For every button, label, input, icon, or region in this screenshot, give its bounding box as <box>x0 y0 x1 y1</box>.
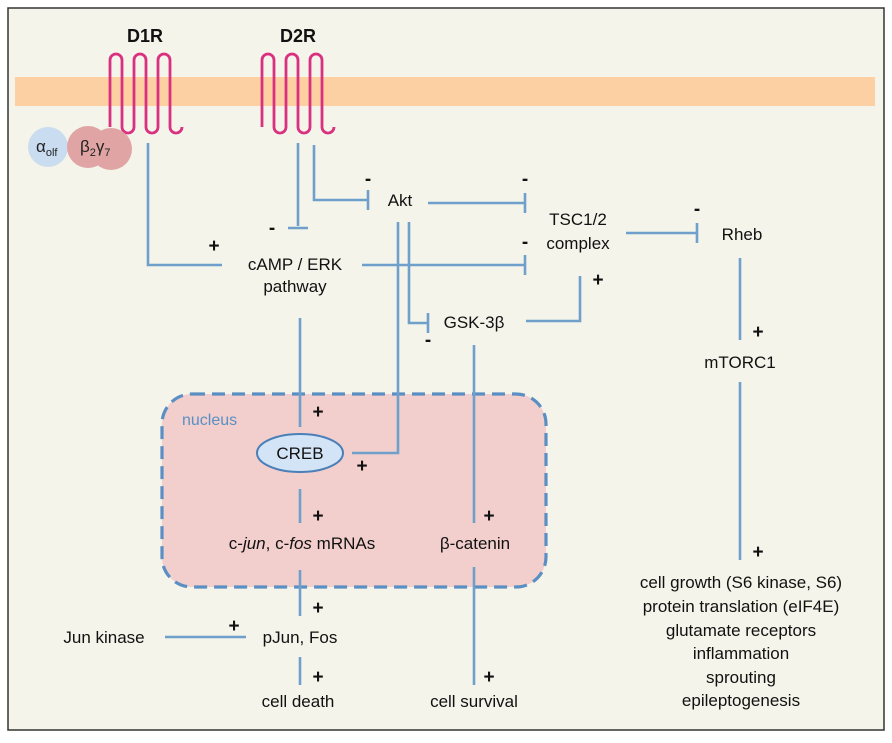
camp-node-line1: cAMP / ERK <box>248 255 343 274</box>
cell-survival-node: cell survival <box>430 692 518 711</box>
outcome-item: cell growth (S6 kinase, S6) <box>640 573 842 592</box>
d2r-label: D2R <box>280 26 316 46</box>
outcome-item: sprouting <box>706 668 776 687</box>
nucleus-compartment <box>160 392 548 589</box>
jun-kinase-node: Jun kinase <box>63 628 144 647</box>
sign-d2r-akt: - <box>365 169 371 190</box>
pjun-fos-node: pJun, Fos <box>263 628 338 647</box>
sign-d1r-camp: + <box>208 236 219 257</box>
sign-camp-tsc: - <box>522 232 528 253</box>
d1r-receptor-icon <box>108 52 184 135</box>
sign-akt-gsk: - <box>425 330 431 351</box>
sign-akt-creb: + <box>356 456 367 477</box>
d1r-label: D1R <box>127 26 163 46</box>
g-alpha-subunit <box>28 127 68 167</box>
g-beta-subunit-shape <box>67 126 109 168</box>
sign-cjun-pjun: + <box>312 598 323 619</box>
outcome-list: cell growth (S6 kinase, S6) protein tran… <box>640 573 842 710</box>
g-alpha-label: αolf <box>36 137 58 159</box>
outcome-item: glutamate receptors <box>666 621 816 640</box>
edge-camp-tsc-inhibit <box>362 255 527 275</box>
camp-node-line2: pathway <box>263 277 327 296</box>
gsk3b-node: GSK-3β <box>444 313 505 332</box>
sign-tsc-rheb: - <box>694 199 700 220</box>
d2r-receptor-icon <box>260 52 336 135</box>
edge-d2r-akt-inhibit <box>312 145 370 210</box>
edge-tsc-rheb-inhibit <box>626 223 699 243</box>
edge-signs: - - - - + - + - + + + + + + + + + + <box>208 169 763 688</box>
sign-rheb-mtorc1: + <box>752 322 763 343</box>
creb-node-shape <box>256 433 344 473</box>
sign-junkinase-pjun: + <box>228 616 239 637</box>
edge-gsk-tsc <box>526 276 582 323</box>
sign-gsk-catenin: + <box>483 506 494 527</box>
tsc-node-line2: complex <box>546 234 610 253</box>
sign-gsk-tsc: + <box>592 270 603 291</box>
g-beta-gamma-label: β2γ7 <box>80 137 111 159</box>
outcome-item: inflammation <box>693 644 789 663</box>
edge-d2r-camp-inhibit <box>288 143 308 230</box>
tsc-node-line1: TSC1/2 <box>549 210 607 229</box>
mtorc1-node: mTORC1 <box>704 353 775 372</box>
rheb-node: Rheb <box>722 225 763 244</box>
edge-akt-creb <box>352 222 400 455</box>
sign-pjun-death: + <box>312 667 323 688</box>
edge-akt-gsk-inhibit <box>407 222 430 333</box>
sign-creb-cjun: + <box>312 506 323 527</box>
sign-akt-tsc: - <box>522 169 528 190</box>
sign-camp-creb: + <box>312 402 323 423</box>
creb-node: CREB <box>276 444 323 463</box>
edge-d1r-camp <box>146 143 222 267</box>
nucleus-label: nucleus <box>182 412 237 429</box>
sign-mtorc1-outcomes: + <box>752 542 763 563</box>
cell-death-node: cell death <box>262 692 335 711</box>
akt-node: Akt <box>388 191 413 210</box>
sign-catenin-survival: + <box>483 667 494 688</box>
outcome-item: protein translation (eIF4E) <box>643 597 840 616</box>
cjun-cfos-mrnas-node: c-jun, c-fos mRNAs <box>229 534 375 553</box>
diagram-background <box>7 7 885 731</box>
cell-membrane <box>15 77 875 106</box>
sign-d2r-camp: - <box>269 218 275 239</box>
pathway-edges <box>146 143 742 685</box>
edge-akt-tsc-inhibit <box>428 193 527 213</box>
beta-catenin-node: β-catenin <box>440 534 510 553</box>
outcome-item: epileptogenesis <box>682 691 800 710</box>
